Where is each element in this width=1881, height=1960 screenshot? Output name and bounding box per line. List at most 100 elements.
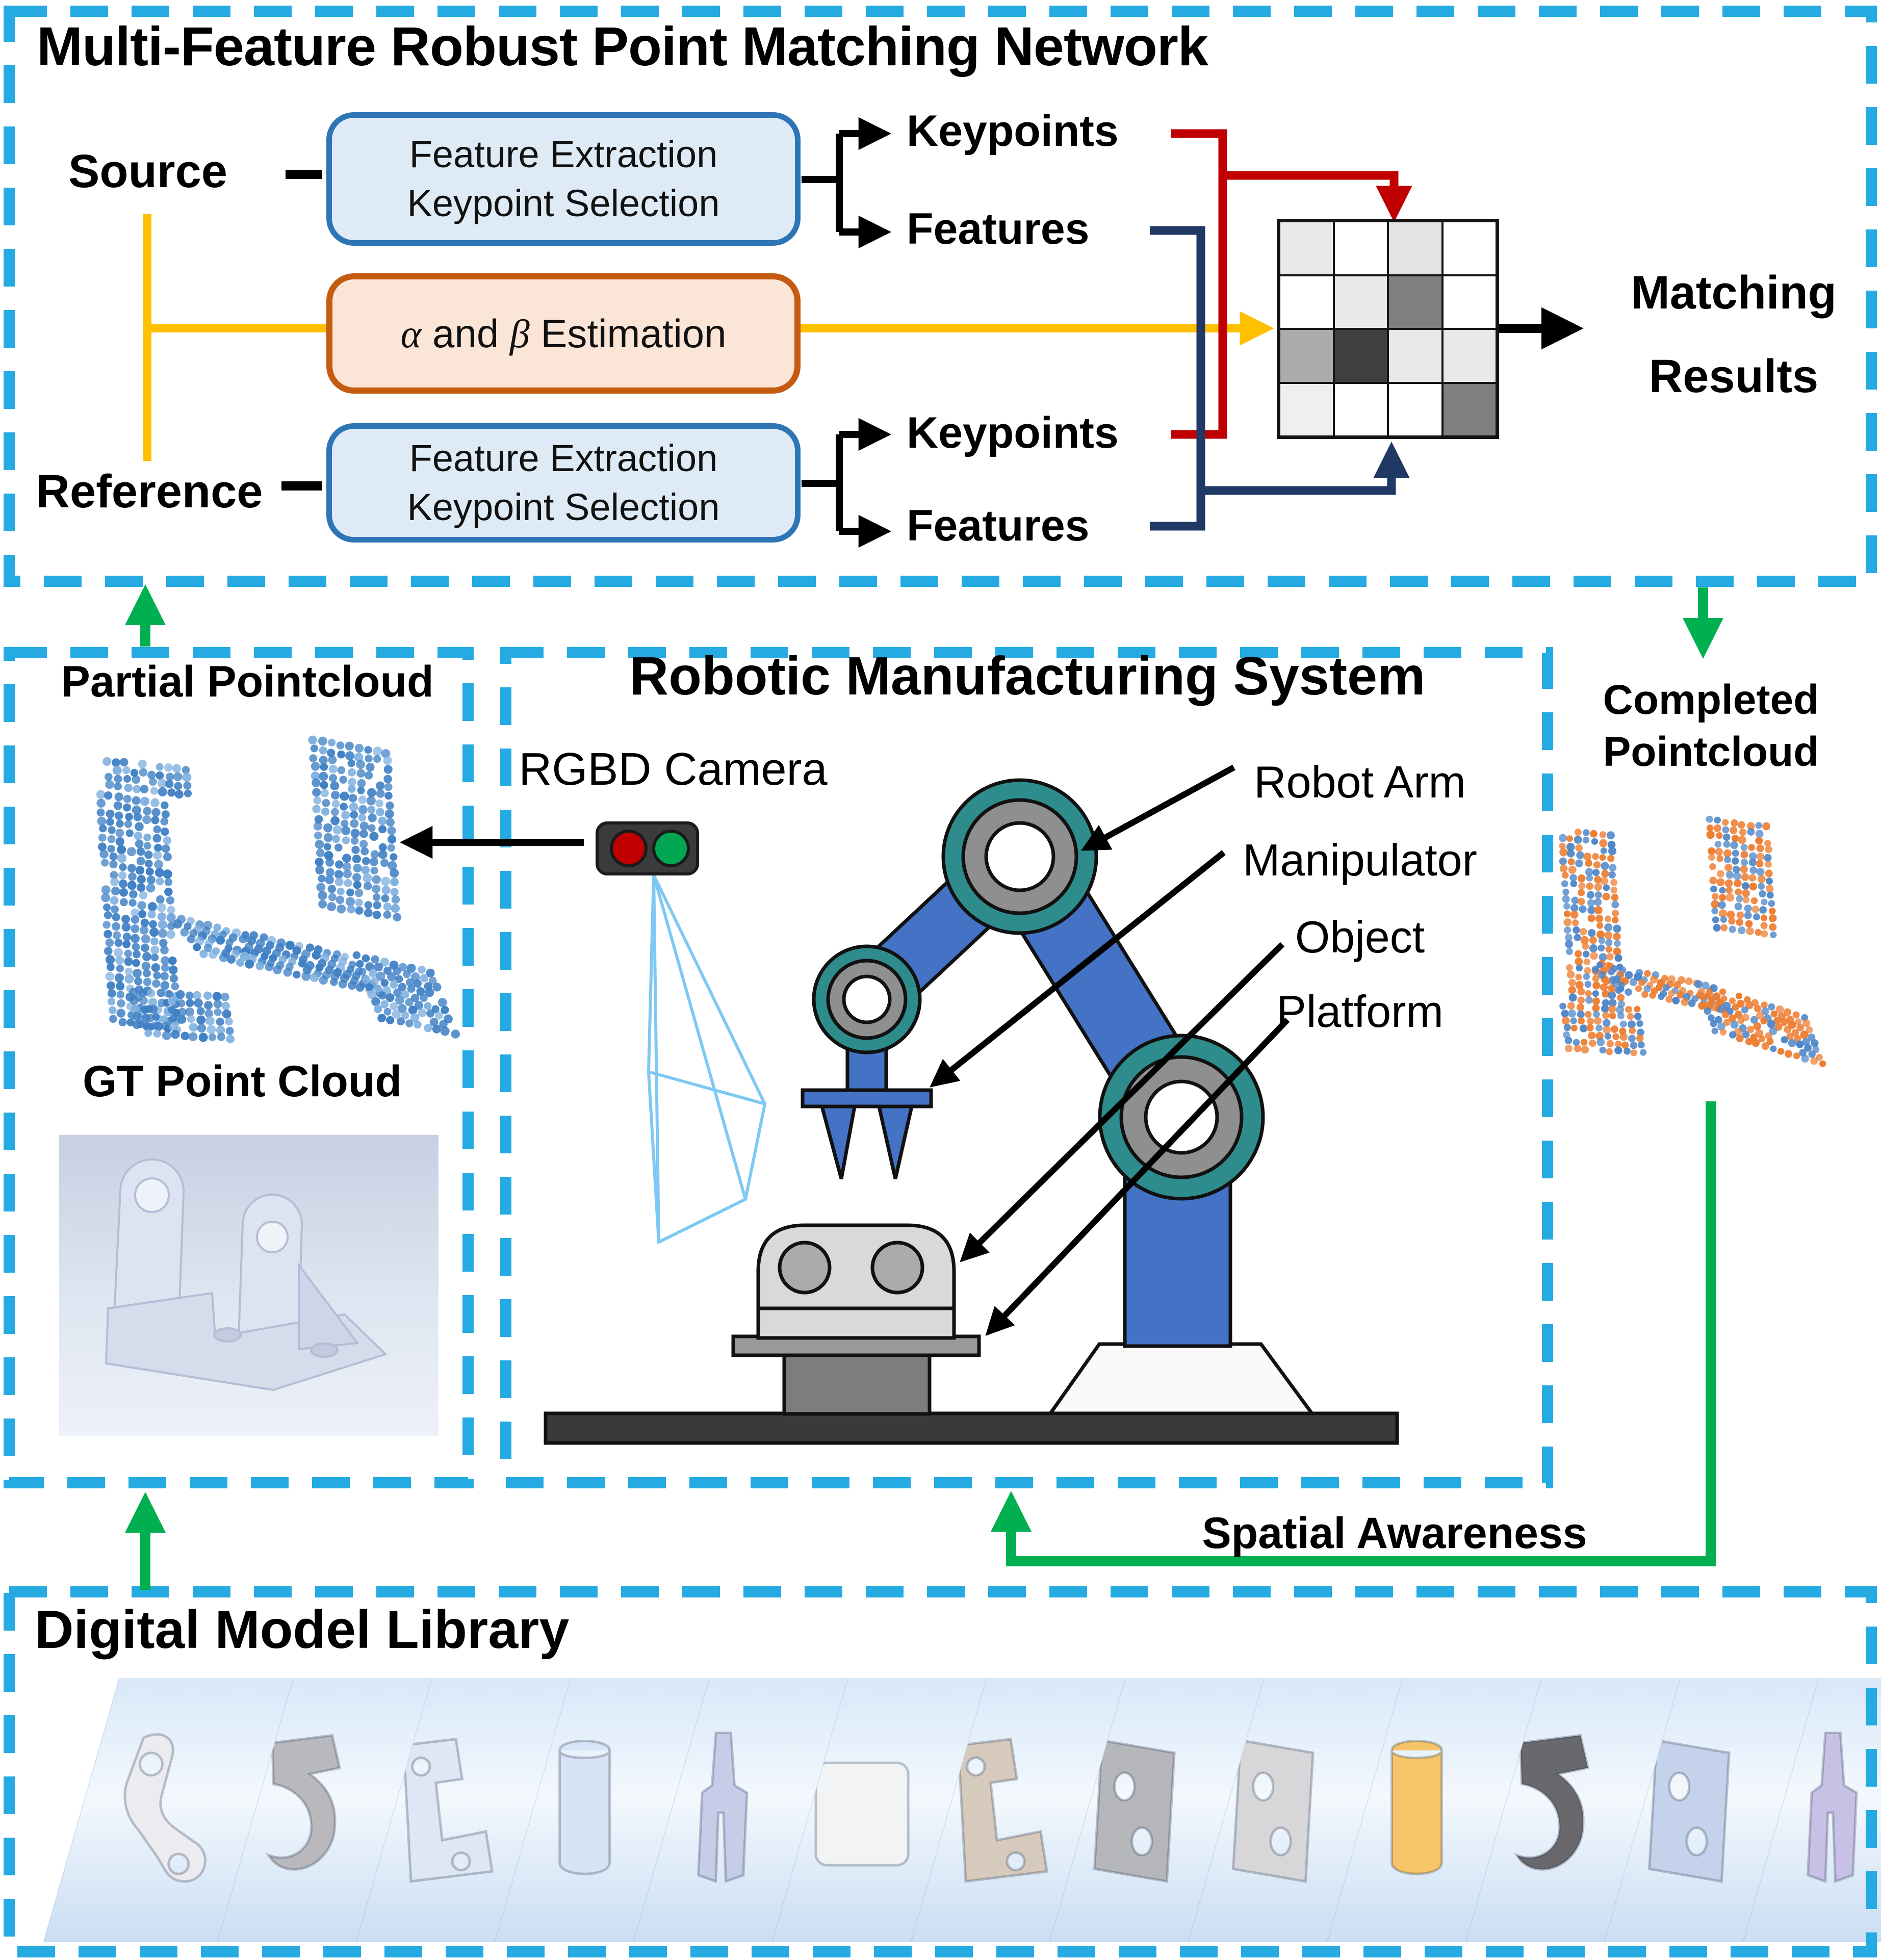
matrix-cell (1442, 382, 1497, 436)
feature-extraction-box-reference: Feature Extraction Keypoint Selection (326, 423, 801, 543)
plate-part-icon (1231, 1739, 1315, 1883)
matrix-cell (1333, 275, 1388, 329)
matrix-cell (1388, 329, 1442, 383)
plate-part-icon (1647, 1739, 1731, 1883)
matrix-cell (1279, 329, 1334, 383)
shoulder-joint (1098, 1034, 1265, 1201)
model-card (43, 1679, 294, 1942)
completed-pointcloud-title-line2: Pointcloud (1603, 729, 1819, 775)
matching-results-line2: Results (1648, 350, 1819, 402)
camera-frustum (647, 874, 767, 1245)
cylinder-part-icon (558, 1740, 611, 1875)
matrix-cell (1279, 221, 1334, 275)
features-label-source: Features (907, 204, 1090, 253)
model-card (1430, 1679, 1681, 1942)
model-card (1708, 1679, 1881, 1942)
network-section-border (4, 6, 1877, 587)
alpha-beta-estimation-box: α and β Estimation (326, 273, 801, 394)
feature-box-line2: Keypoint Selection (407, 182, 720, 224)
rgbd-camera-label: RGBD Camera (519, 744, 828, 795)
bracket-part-icon (957, 1738, 1048, 1883)
manipulator-label: Manipulator (1243, 835, 1477, 885)
partial-pointcloud-title: Partial Pointcloud (61, 657, 434, 706)
partial-pointcloud-image (96, 735, 460, 1044)
model-card (182, 1679, 432, 1942)
cylinder-part-icon (1390, 1740, 1443, 1875)
robotic-section-border (500, 647, 1553, 1488)
fork-part-icon (1806, 1732, 1858, 1884)
object-label: Object (1295, 912, 1425, 962)
matching-results-line1: Matching (1631, 267, 1837, 319)
alpha-symbol: α (400, 311, 422, 356)
gt-pointcloud-image (59, 1135, 439, 1436)
reference-label: Reference (36, 466, 263, 518)
matrix-cell (1388, 275, 1442, 329)
feature-box-line1: Feature Extraction (409, 133, 718, 175)
hook-part-icon (1513, 1734, 1589, 1871)
robot-arm-label: Robot Arm (1254, 757, 1466, 807)
model-card (1014, 1679, 1265, 1942)
platform-pedestal (782, 1353, 932, 1416)
matrix-cell (1333, 329, 1388, 383)
spatial-awareness-label: Spatial Awareness (1202, 1509, 1587, 1558)
model-card (1569, 1679, 1819, 1942)
gt-cad-model (105, 1158, 388, 1391)
model-card (321, 1679, 571, 1942)
hook-part-icon (265, 1734, 341, 1871)
matrix-cell (1388, 382, 1442, 436)
ground-bar (544, 1411, 1399, 1445)
robot-arm-leader (1080, 764, 1235, 851)
wrench-part-icon (123, 1733, 207, 1883)
label-leader-arrows (930, 764, 1290, 1336)
feature-box-line1: Feature Extraction (409, 436, 718, 479)
matrix-cell (1279, 275, 1334, 329)
network-title: Multi-Feature Robust Point Matching Netw… (37, 15, 1208, 77)
platform-label: Platform (1276, 986, 1444, 1037)
manipulator-leader (930, 850, 1226, 1088)
section-borders (4, 6, 1877, 1957)
library-title: Digital Model Library (35, 1600, 570, 1660)
matrix-cell (1442, 329, 1497, 383)
bracket-part-icon (402, 1738, 494, 1883)
source-label: Source (68, 145, 227, 197)
robot-base (1047, 1342, 1316, 1415)
matrix-cell (1333, 382, 1388, 436)
rgbd-camera-icon (596, 821, 699, 875)
keypoints-label-reference: Keypoints (907, 408, 1119, 457)
partial-section-border (4, 647, 474, 1488)
workpiece-object (756, 1223, 956, 1340)
model-card (459, 1679, 710, 1942)
model-card (1292, 1679, 1542, 1942)
model-card (875, 1679, 1126, 1942)
feature-extraction-box-source: Feature Extraction Keypoint Selection (326, 112, 801, 246)
library-section-border (4, 1586, 1877, 1957)
matching-matrix (1277, 219, 1499, 439)
fork-part-icon (697, 1732, 749, 1884)
completed-pointcloud-title-line1: Completed (1603, 677, 1819, 723)
wrist-joint (812, 944, 922, 1054)
beta-symbol: β (509, 311, 530, 356)
keypoints-label-source: Keypoints (907, 107, 1119, 156)
matrix-cell (1333, 221, 1388, 275)
gt-pointcloud-title: GT Point Cloud (83, 1057, 402, 1106)
green-flow-arrows (125, 584, 1723, 1590)
features-connector (1150, 226, 1410, 531)
object-leader (960, 942, 1285, 1262)
spatial-awareness-arrow (991, 1101, 1716, 1566)
robot-arm-illustration (544, 778, 1399, 1445)
completed-pointcloud-image (1558, 815, 1826, 1067)
features-label-reference: Features (907, 501, 1090, 550)
black-connectors (281, 117, 1584, 548)
manipulator-gripper (801, 1033, 933, 1179)
matrix-cell (1279, 382, 1334, 436)
robotic-system-title: Robotic Manufacturing System (629, 646, 1426, 706)
elbow-joint (941, 778, 1098, 935)
model-card (1153, 1679, 1403, 1942)
feature-box-line2: Keypoint Selection (407, 486, 720, 528)
matrix-cell (1442, 275, 1497, 329)
platform-leader (985, 1017, 1290, 1336)
plate-part-icon (1093, 1739, 1176, 1883)
